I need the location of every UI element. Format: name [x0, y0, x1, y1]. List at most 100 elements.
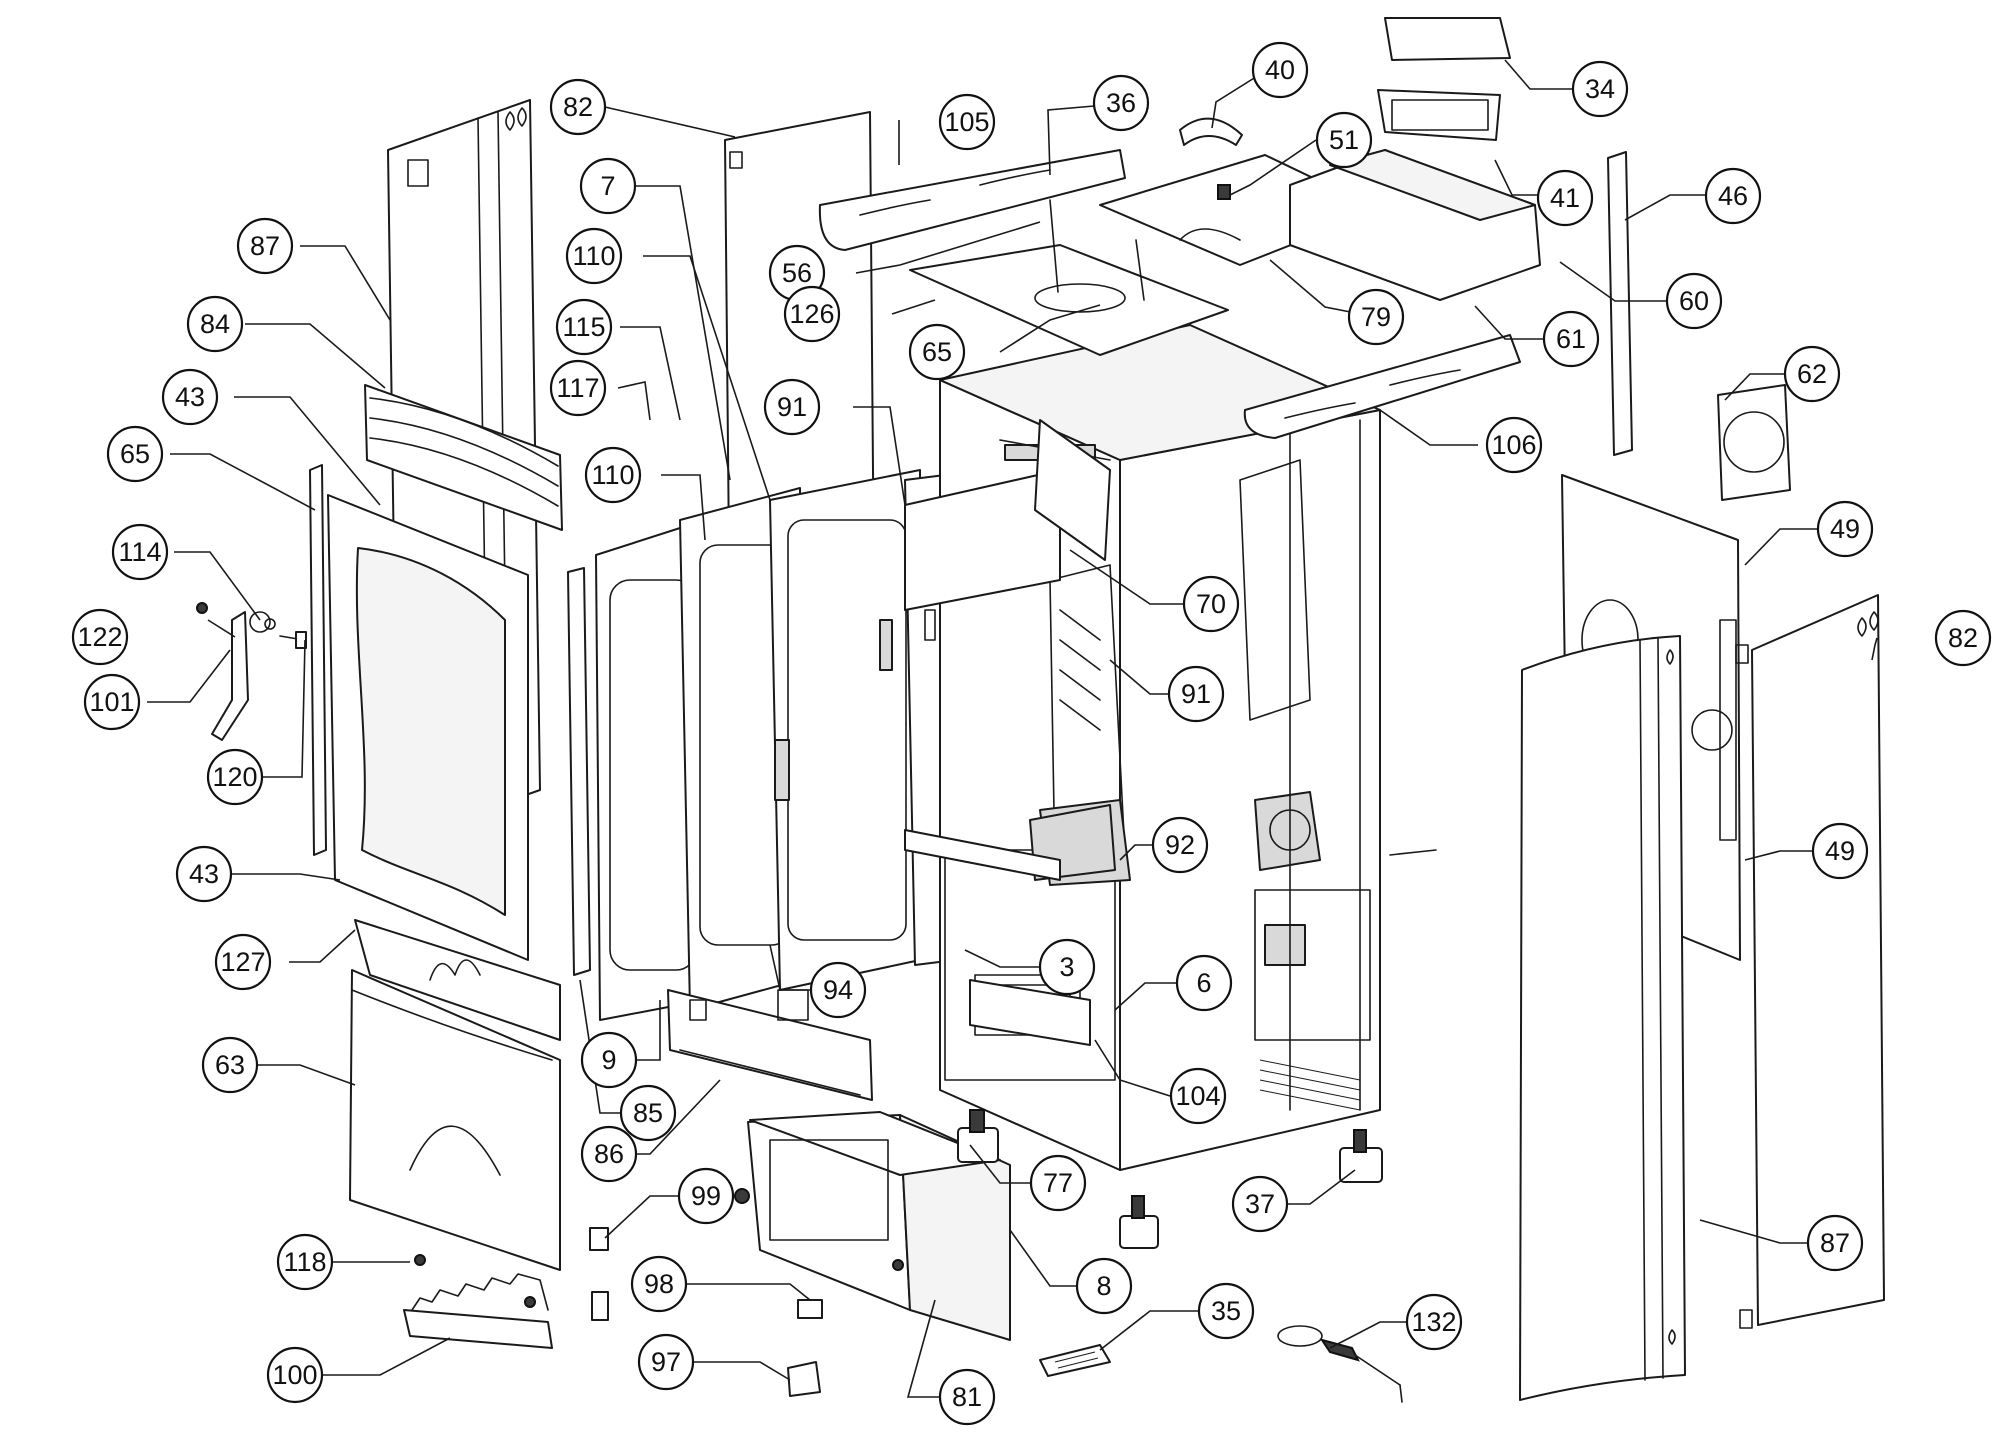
- front-trim: [354, 919, 561, 1041]
- callout-49-label: 49: [1830, 514, 1860, 544]
- door-inner-frames: [595, 469, 921, 1021]
- callout-85: 85: [619, 1084, 677, 1142]
- callout-43: 43: [175, 845, 233, 903]
- callout-114: 114: [111, 523, 169, 581]
- callout-126-label: 126: [789, 299, 834, 329]
- callout-87-label: 87: [250, 231, 280, 261]
- callout-82: 82: [549, 78, 607, 136]
- callout-36: 36: [1092, 74, 1150, 132]
- callout-92-label: 92: [1165, 830, 1195, 860]
- right-outer-panel: [1735, 594, 1885, 1329]
- callout-6: 6: [1175, 954, 1233, 1012]
- callout-6-label: 6: [1196, 968, 1211, 998]
- callout-82-label: 82: [563, 92, 593, 122]
- callout-94: 94: [809, 961, 867, 1019]
- callout-56-label: 56: [782, 258, 812, 288]
- callout-79: 79: [1347, 288, 1405, 346]
- callout-81-label: 81: [952, 1382, 982, 1412]
- callout-35-label: 35: [1211, 1296, 1241, 1326]
- callout-99: 99: [677, 1167, 735, 1225]
- callout-7-label: 7: [600, 171, 615, 201]
- callout-63: 63: [201, 1036, 259, 1094]
- callout-110: 110: [565, 227, 623, 285]
- right-curved-panel: [1519, 635, 1686, 1401]
- callout-70: 70: [1182, 575, 1240, 633]
- callout-markers: 82 105 36 40 34 7 51 41 46 87 110 56 60 …: [71, 41, 1992, 1426]
- flue-flange: [1717, 384, 1791, 501]
- callout-37-label: 37: [1245, 1189, 1275, 1219]
- callout-115-label: 115: [562, 312, 605, 342]
- callout-3: 3: [1038, 938, 1096, 996]
- callout-87-label: 87: [1820, 1228, 1850, 1258]
- callout-82: 82: [1934, 609, 1992, 667]
- callout-60: 60: [1665, 272, 1723, 330]
- foot-bracket: [403, 1254, 553, 1349]
- callout-132-label: 132: [1411, 1307, 1456, 1337]
- callout-34-label: 34: [1585, 74, 1615, 104]
- callout-117-label: 117: [556, 373, 599, 403]
- callout-110-label: 110: [572, 241, 615, 271]
- callout-84: 84: [186, 295, 244, 353]
- callout-9: 9: [580, 1031, 638, 1089]
- callout-110: 110: [584, 446, 642, 504]
- callout-81: 81: [938, 1368, 996, 1426]
- hopper-handle: [1179, 117, 1243, 146]
- callout-79-label: 79: [1361, 302, 1391, 332]
- callout-118: 118: [276, 1233, 334, 1291]
- callout-99-label: 99: [691, 1181, 721, 1211]
- callout-117: 117: [549, 359, 607, 417]
- callout-87: 87: [236, 217, 294, 275]
- callout-46: 46: [1704, 167, 1762, 225]
- callout-7: 7: [579, 157, 637, 215]
- callout-106: 106: [1485, 416, 1543, 474]
- callout-41: 41: [1536, 169, 1594, 227]
- gasket-strip-left: [309, 464, 327, 856]
- callout-120: 120: [206, 748, 264, 806]
- callout-132: 132: [1405, 1293, 1463, 1351]
- callout-34: 34: [1571, 60, 1629, 118]
- callout-43-label: 43: [189, 859, 219, 889]
- top-plate: [909, 199, 1229, 356]
- top-rails: [818, 149, 1521, 439]
- callout-100: 100: [266, 1346, 324, 1404]
- callout-65-label: 65: [120, 439, 150, 469]
- lower-front-panel: [349, 969, 561, 1271]
- callout-37: 37: [1231, 1175, 1289, 1233]
- door-frame-strip: [567, 567, 591, 976]
- callout-127-label: 127: [220, 947, 265, 977]
- callout-8: 8: [1075, 1257, 1133, 1315]
- callout-40: 40: [1251, 41, 1309, 99]
- callout-86-label: 86: [594, 1139, 624, 1169]
- callout-98: 98: [630, 1255, 688, 1313]
- callout-51-label: 51: [1329, 125, 1359, 155]
- callout-106-label: 106: [1491, 430, 1536, 460]
- callout-101: 101: [83, 673, 141, 731]
- callout-97: 97: [637, 1333, 695, 1391]
- callout-43-label: 43: [175, 382, 205, 412]
- callout-49-label: 49: [1825, 836, 1855, 866]
- hinge-assembly: [196, 602, 307, 741]
- callout-110-label: 110: [591, 460, 634, 490]
- temperature-probe: [1277, 1325, 1403, 1403]
- callout-46-label: 46: [1718, 181, 1748, 211]
- callout-91-label: 91: [777, 392, 807, 422]
- callout-62-label: 62: [1797, 359, 1827, 389]
- callout-97-label: 97: [651, 1347, 681, 1377]
- callout-91: 91: [763, 378, 821, 436]
- callout-84-label: 84: [200, 309, 230, 339]
- callout-115: 115: [555, 298, 613, 356]
- callout-40-label: 40: [1265, 55, 1295, 85]
- ash-floor-strip: [667, 989, 873, 1101]
- callout-120-label: 120: [212, 762, 257, 792]
- remote-control: [1039, 1344, 1111, 1377]
- callout-118-label: 118: [283, 1247, 326, 1277]
- callout-126: 126: [783, 285, 841, 343]
- pellet-hopper: [1289, 149, 1541, 301]
- right-vertical-rail: [1607, 151, 1633, 456]
- glass-door: [327, 494, 529, 961]
- inner-components: [777, 419, 1116, 1046]
- callout-8-label: 8: [1096, 1271, 1111, 1301]
- callout-91-label: 91: [1181, 679, 1211, 709]
- callout-86: 86: [580, 1125, 638, 1183]
